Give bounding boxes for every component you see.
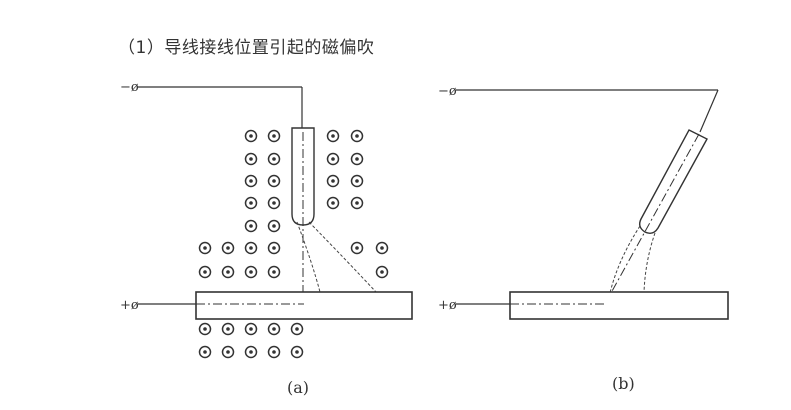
field-marker-icon — [326, 196, 340, 210]
magnetic-field-dots-a — [198, 129, 389, 359]
field-marker-icon — [244, 174, 258, 188]
field-marker-icon — [244, 129, 258, 143]
field-marker-icon — [244, 219, 258, 233]
field-marker-icon — [375, 265, 389, 279]
field-marker-icon — [244, 265, 258, 279]
field-marker-icon — [350, 196, 364, 210]
field-marker-icon — [326, 174, 340, 188]
field-marker-icon — [198, 345, 212, 359]
field-marker-icon — [267, 241, 281, 255]
field-marker-icon — [221, 345, 235, 359]
field-marker-icon — [267, 265, 281, 279]
electrode-b — [638, 129, 708, 235]
field-marker-icon — [267, 129, 281, 143]
field-marker-icon — [198, 241, 212, 255]
negative-terminal-label-a: −ø — [120, 80, 139, 95]
field-marker-icon — [375, 241, 389, 255]
field-marker-icon — [350, 152, 364, 166]
field-marker-icon — [350, 129, 364, 143]
field-marker-icon — [267, 322, 281, 336]
field-marker-icon — [221, 241, 235, 255]
caption-b: (b) — [612, 374, 635, 393]
figure-b: −ø +ø (b) — [438, 84, 729, 393]
field-marker-icon — [267, 345, 281, 359]
field-marker-icon — [350, 241, 364, 255]
field-marker-icon — [221, 265, 235, 279]
field-marker-icon — [244, 196, 258, 210]
field-marker-icon — [267, 174, 281, 188]
positive-terminal-label-a: +ø — [120, 298, 139, 313]
arc-left-boundary-a — [296, 221, 321, 293]
field-marker-icon — [350, 174, 364, 188]
field-marker-icon — [267, 196, 281, 210]
field-marker-icon — [326, 129, 340, 143]
caption-a: (a) — [287, 378, 309, 397]
field-marker-icon — [290, 345, 304, 359]
electrode-a — [291, 127, 315, 226]
field-marker-icon — [326, 152, 340, 166]
arc-right-boundary-b — [643, 232, 656, 294]
field-marker-icon — [198, 265, 212, 279]
field-marker-icon — [198, 322, 212, 336]
arc-right-boundary-a — [308, 221, 377, 293]
field-marker-icon — [244, 322, 258, 336]
positive-terminal-label-b: +ø — [438, 298, 457, 313]
workpiece-plate-b — [509, 291, 729, 320]
electrode-axis-b — [605, 133, 700, 303]
section-heading: （1）导线接线位置引起的磁偏吹 — [118, 38, 375, 58]
field-marker-icon — [221, 322, 235, 336]
field-marker-icon — [267, 219, 281, 233]
workpiece-plate-a — [195, 291, 413, 320]
field-marker-icon — [290, 322, 304, 336]
negative-terminal-label-b: −ø — [438, 84, 457, 99]
field-marker-icon — [244, 345, 258, 359]
field-marker-icon — [244, 152, 258, 166]
figure-a: −ø +ø (a) — [120, 80, 413, 397]
negative-lead-drop-b — [699, 89, 719, 133]
field-marker-icon — [267, 152, 281, 166]
arc-left-boundary-b — [609, 225, 641, 294]
field-marker-icon — [244, 241, 258, 255]
